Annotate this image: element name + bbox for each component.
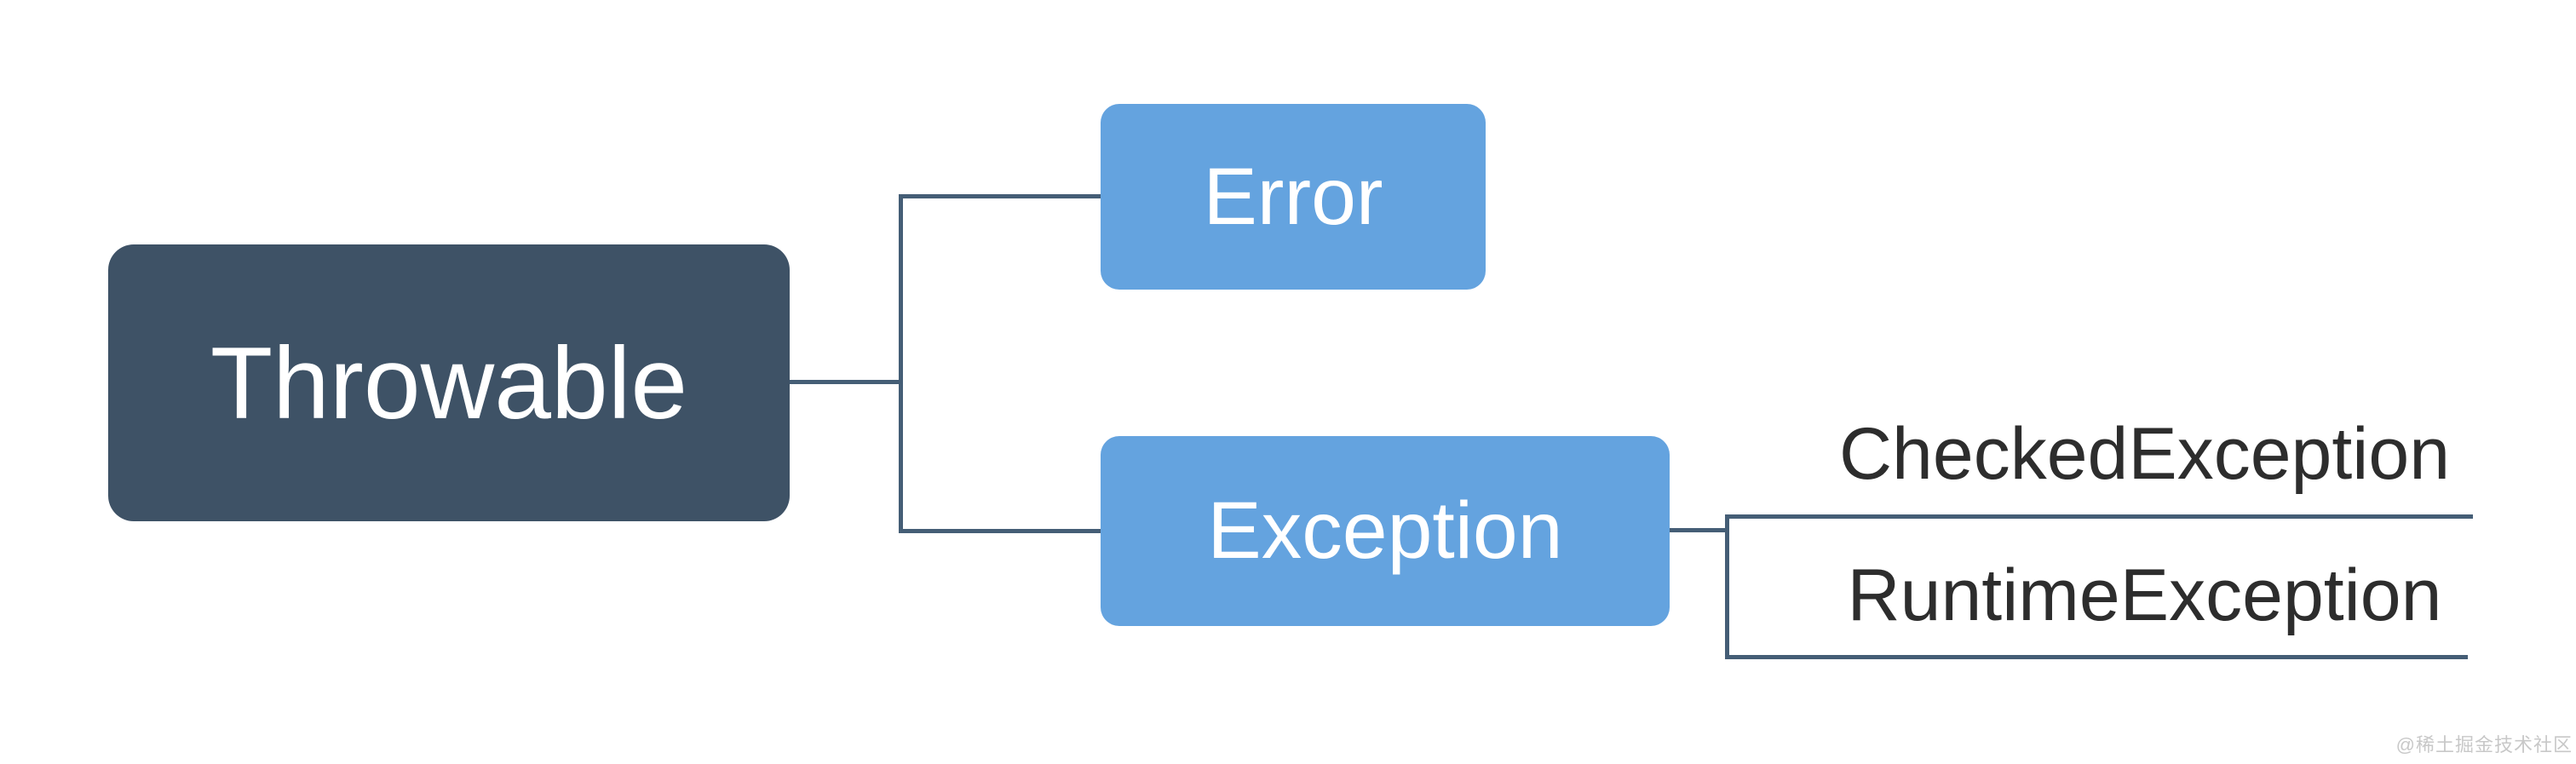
connector-leaves-vertical-line (1725, 514, 1729, 659)
node-exception-label: Exception (1207, 485, 1563, 576)
leaf-checked-exception: CheckedException (1772, 414, 2517, 495)
leaf-runtime-exception: RuntimeException (1772, 555, 2517, 636)
node-throwable: Throwable (108, 244, 790, 521)
watermark-text: @稀土掘金技术社区 (2395, 734, 2573, 755)
connector-throwable-stub-line (790, 380, 900, 384)
node-exception: Exception (1101, 436, 1670, 626)
node-error-label: Error (1203, 151, 1383, 242)
leaf-checked-exception-label: CheckedException (1838, 413, 2451, 495)
node-throwable-label: Throwable (210, 325, 688, 440)
connector-trunk-vertical-line (899, 194, 903, 533)
checked-exception-underline (1725, 514, 2473, 519)
node-error: Error (1101, 104, 1486, 290)
connector-exception-branch-line (899, 529, 1101, 533)
leaf-runtime-exception-label: RuntimeException (1847, 554, 2442, 636)
connector-exception-stub-line (1670, 528, 1729, 532)
runtime-exception-underline (1725, 655, 2468, 659)
connector-error-branch-line (899, 194, 1101, 198)
